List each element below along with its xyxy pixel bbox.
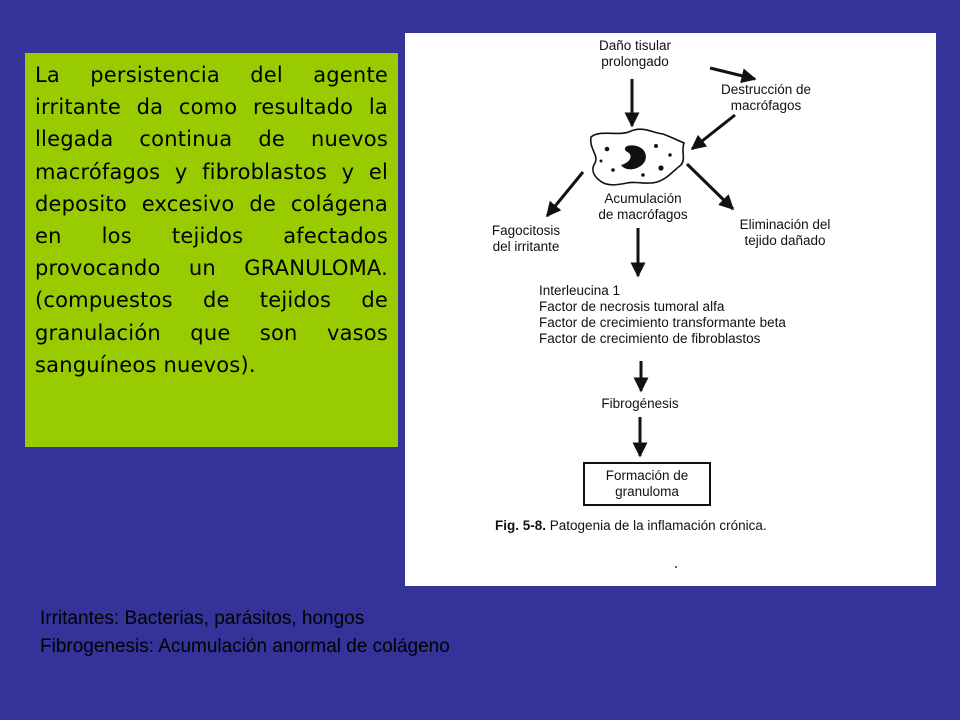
arrow-cell-to-eliminacion: [685, 162, 735, 211]
explanation-box: La persistencia del agente irritante da …: [25, 53, 398, 447]
node-eliminacion-tejido: Eliminación del tejido dañado: [739, 217, 831, 248]
factor-item: Factor de crecimiento de fibroblastos: [539, 331, 761, 346]
arrow-into-destruccion: [709, 66, 757, 84]
node-destruccion-macrofagos: Destrucción de macrófagos: [720, 82, 812, 113]
note-fibrogenesis: Fibrogenesis: Acumulación anormal de col…: [40, 636, 450, 657]
node-acumulacion-macrofagos: Acumulación de macrófagos: [598, 191, 688, 222]
factor-item: Factor de crecimiento transformante beta: [539, 315, 786, 330]
arrow-destruccion-to-cell: [690, 113, 736, 151]
node-fibrogenesis: Fibrogénesis: [601, 396, 679, 411]
node-formacion-granuloma: Formación de granuloma: [583, 462, 711, 506]
node-factors-list: Interleucina 1 Factor de necrosis tumora…: [539, 283, 839, 347]
factor-item: Interleucina 1: [539, 283, 621, 298]
caption-text: Patogenia de la inflamación crónica.: [549, 518, 767, 533]
node-dano-tisular: Daño tisular prolongado: [598, 38, 672, 69]
arrow-cell-to-fagocitosis: [545, 171, 585, 218]
caption-label: Fig. 5-8.: [495, 518, 547, 533]
node-fagocitosis: Fagocitosis del irritante: [491, 223, 561, 254]
note-irritantes: Irritantes: Bacterias, parásitos, hongos: [40, 608, 365, 629]
pathogenesis-figure: Daño tisular prolongado Destrucción de m…: [405, 33, 936, 586]
figure-caption: Fig. 5-8. Patogenia de la inflamación cr…: [495, 518, 767, 533]
explanation-text: La persistencia del agente irritante da …: [35, 63, 388, 377]
macrophage-cell: [589, 128, 686, 186]
flow-arrows: [545, 66, 757, 568]
factor-item: Factor de necrosis tumoral alfa: [539, 299, 725, 314]
